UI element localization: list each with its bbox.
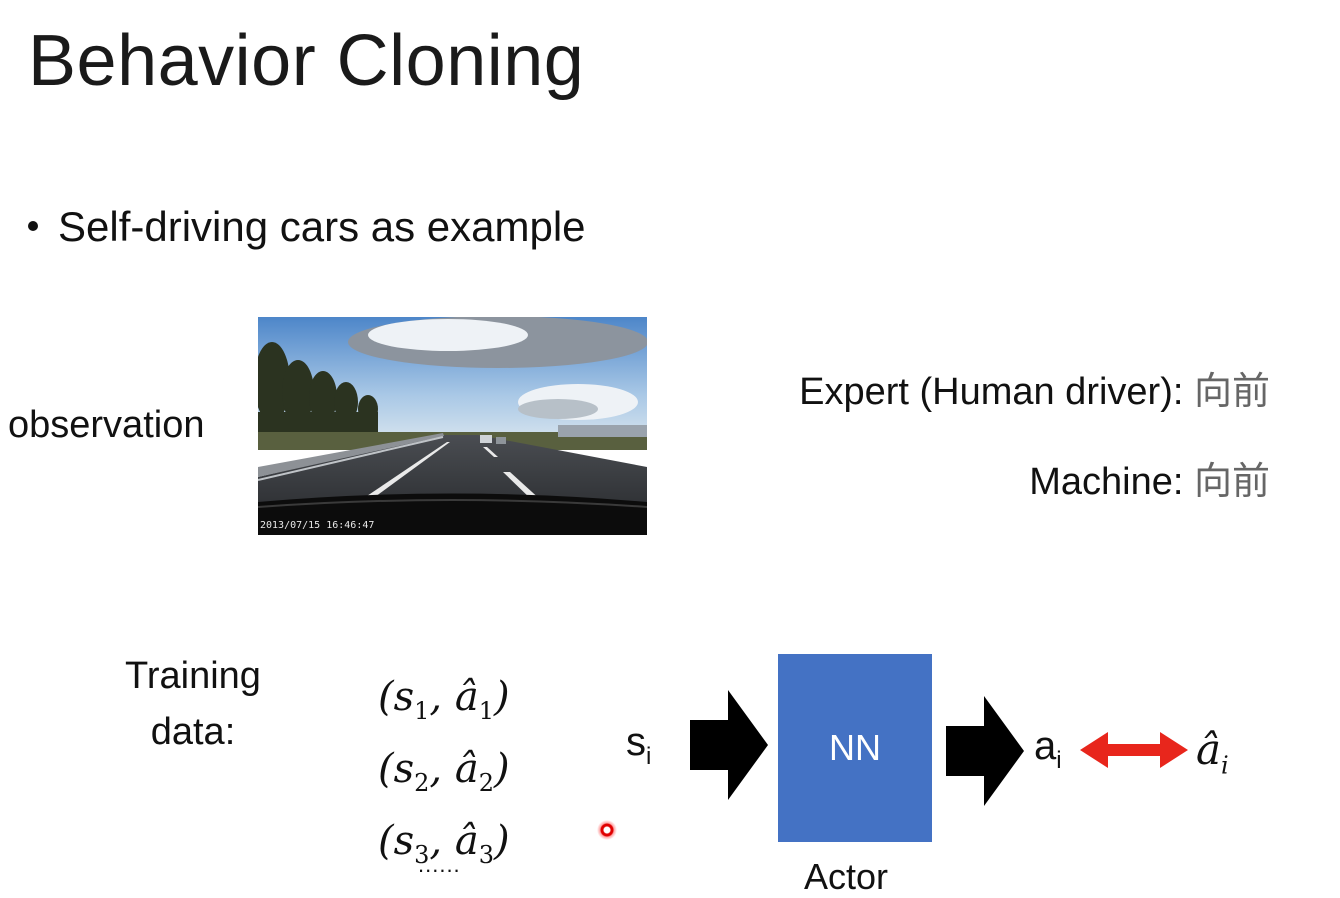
bullet-text: Self-driving cars as example bbox=[58, 203, 586, 250]
target-action-symbol: âi bbox=[1196, 725, 1229, 780]
bullet-dot-icon bbox=[28, 220, 38, 231]
right-arrow-icon bbox=[690, 690, 768, 800]
training-pair: (s3, â3) bbox=[378, 818, 510, 869]
right-arrow-icon bbox=[946, 696, 1024, 806]
observation-label: observation bbox=[8, 404, 205, 446]
machine-output: Machine: 向前 bbox=[1029, 450, 1270, 505]
output-action-symbol: ai bbox=[1034, 724, 1062, 774]
dashcam-scene bbox=[258, 317, 647, 535]
nn-box-label: NN bbox=[829, 727, 881, 768]
bullet-item: Self-driving cars as example bbox=[28, 203, 586, 251]
photo-timestamp: 2013/07/15 16:46:47 bbox=[260, 520, 375, 531]
slide-title: Behavior Cloning bbox=[28, 21, 585, 101]
training-pairs: (s1, â1) (s2, â2) (s3, â3) bbox=[378, 668, 510, 884]
expert-action: 向前 bbox=[1193, 371, 1270, 413]
pairs-ellipsis: ...... bbox=[418, 852, 461, 877]
input-state-symbol: si bbox=[626, 720, 652, 770]
actor-caption: Actor bbox=[804, 856, 889, 897]
training-label-line1: Training bbox=[125, 655, 261, 697]
nn-box: NN bbox=[778, 654, 932, 842]
machine-action: 向前 bbox=[1193, 461, 1270, 503]
dashcam-photo: 2013/07/15 16:46:47 bbox=[258, 317, 647, 535]
training-pair: (s1, â1) bbox=[378, 674, 510, 725]
expert-label: Expert (Human driver): bbox=[799, 371, 1184, 413]
expert-output: Expert (Human driver): 向前 bbox=[799, 360, 1270, 415]
double-headed-arrow-icon bbox=[1080, 732, 1188, 768]
machine-label: Machine: bbox=[1029, 461, 1184, 503]
laser-pointer-icon bbox=[597, 820, 617, 840]
training-label-line2: data: bbox=[150, 711, 236, 753]
training-data-label: Training data: bbox=[118, 648, 268, 760]
training-pair: (s2, â2) bbox=[378, 746, 510, 797]
